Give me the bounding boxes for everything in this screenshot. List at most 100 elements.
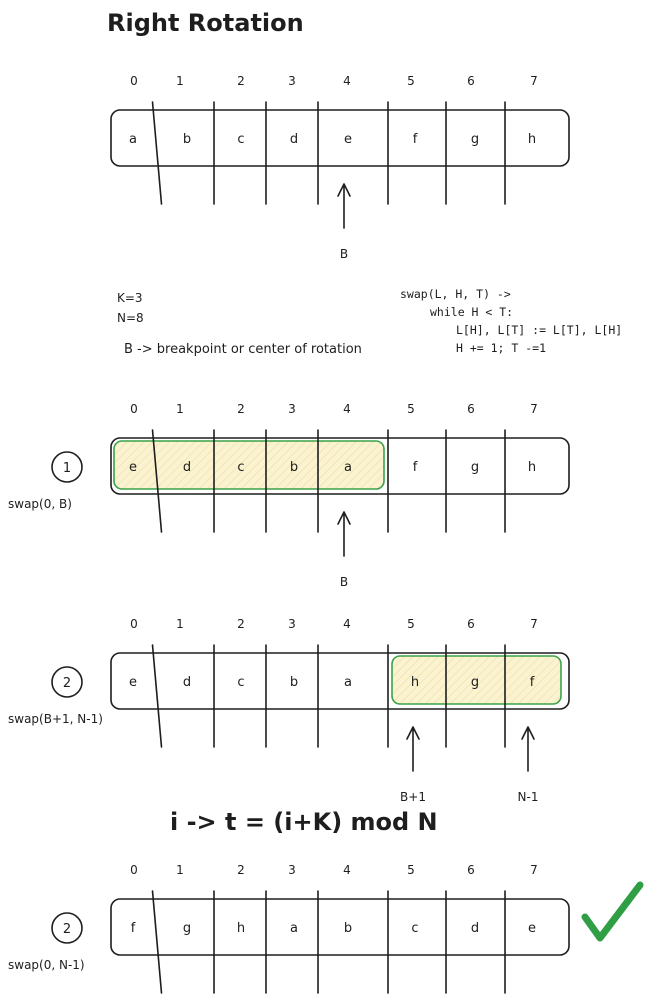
- index-label: 7: [530, 863, 538, 877]
- code-line: swap(L, H, T) ->: [400, 287, 511, 301]
- step-number: 1: [63, 461, 71, 476]
- index-label: 4: [343, 863, 351, 877]
- code-line: L[H], L[T] := L[T], L[H]: [456, 323, 622, 337]
- cell-value: c: [237, 460, 244, 475]
- index-label: 7: [530, 617, 538, 631]
- arrays-layer: 0 1 2 3 4 5 6 7 a b c d e f g h 0 1 2 3 4 5 6 7 e d c b a f g h 1 swap(0,…: [8, 74, 570, 994]
- cell-value: b: [290, 460, 298, 475]
- pointer: B+1: [400, 726, 426, 804]
- cell-value: f: [530, 675, 535, 690]
- cell-value: d: [183, 675, 191, 690]
- cell-divider: [151, 429, 163, 533]
- index-label: 0: [130, 402, 138, 416]
- code-line: while H < T:: [430, 305, 513, 319]
- cell-value: c: [411, 921, 418, 936]
- array-box: [110, 109, 570, 167]
- swap-highlight: [113, 440, 385, 490]
- cell-value: d: [471, 921, 479, 936]
- cell-value: e: [528, 921, 536, 936]
- cell-value: h: [528, 132, 536, 147]
- param-n: N=8: [117, 311, 144, 325]
- cell-value: f: [413, 460, 418, 475]
- index-label: 2: [237, 863, 245, 877]
- index-label: 3: [288, 402, 296, 416]
- index-label: 3: [288, 863, 296, 877]
- array-box: [110, 652, 570, 710]
- step-number: 2: [63, 676, 71, 691]
- cell-value: g: [471, 675, 479, 690]
- pointers-layer: B B B+1 N-1: [337, 183, 539, 804]
- array-box: [110, 898, 570, 956]
- pointer-label: B+1: [400, 790, 426, 804]
- index-label: 7: [530, 74, 538, 88]
- pointer-label: B: [340, 575, 348, 589]
- cell-value: e: [129, 675, 137, 690]
- cell-value: a: [290, 921, 298, 936]
- cell-value: d: [290, 132, 298, 147]
- cell-value: a: [344, 460, 352, 475]
- cell-value: b: [290, 675, 298, 690]
- index-label: 2: [237, 402, 245, 416]
- swap-highlight: [391, 655, 562, 705]
- index-label: 4: [343, 402, 351, 416]
- index-label: 1: [176, 863, 184, 877]
- index-label: 2: [237, 74, 245, 88]
- pointer: B: [337, 183, 351, 261]
- index-label: 5: [407, 74, 415, 88]
- index-label: 5: [407, 402, 415, 416]
- cell-value: h: [237, 921, 245, 936]
- step-circle: [51, 451, 83, 483]
- index-label: 1: [176, 74, 184, 88]
- cell-value: g: [183, 921, 191, 936]
- swap-operation-label: swap(0, N-1): [8, 958, 85, 972]
- index-label: 1: [176, 617, 184, 631]
- index-label: 6: [467, 402, 475, 416]
- swap-code-block: swap(L, H, T) -> while H < T: L[H], L[T]…: [400, 287, 622, 355]
- rotation-formula: i -> t = (i+K) mod N: [170, 808, 438, 836]
- cell-value: g: [471, 132, 479, 147]
- index-label: 1: [176, 402, 184, 416]
- cell-value: d: [183, 460, 191, 475]
- cell-value: c: [237, 675, 244, 690]
- pointer-label: B: [340, 247, 348, 261]
- array-box: [110, 437, 570, 495]
- index-label: 4: [343, 74, 351, 88]
- cell-value: b: [183, 132, 191, 147]
- swap-operation-label: swap(B+1, N-1): [8, 712, 103, 726]
- cell-value: e: [129, 460, 137, 475]
- cell-value: b: [344, 921, 352, 936]
- param-k: K=3: [117, 291, 143, 305]
- cell-value: h: [411, 675, 419, 690]
- index-label: 6: [467, 617, 475, 631]
- cell-value: a: [344, 675, 352, 690]
- cell-value: f: [413, 132, 418, 147]
- code-line: H += 1; T -=1: [456, 341, 546, 355]
- index-label: 2: [237, 617, 245, 631]
- step-circle: [51, 666, 83, 698]
- pointer-label: N-1: [518, 790, 539, 804]
- cell-divider: [151, 101, 163, 205]
- pointer: N-1: [518, 726, 539, 804]
- up-arrow-icon: [521, 726, 535, 772]
- cell-value: c: [237, 132, 244, 147]
- index-label: 5: [407, 617, 415, 631]
- up-arrow-icon: [337, 183, 351, 229]
- index-label: 3: [288, 74, 296, 88]
- cell-value: g: [471, 460, 479, 475]
- index-label: 0: [130, 617, 138, 631]
- index-label: 6: [467, 74, 475, 88]
- index-label: 6: [467, 863, 475, 877]
- check-mark-icon: [581, 881, 644, 942]
- diagram-title: Right Rotation: [107, 9, 304, 37]
- breakpoint-legend: B -> breakpoint or center of rotation: [124, 342, 362, 357]
- cell-divider: [151, 644, 163, 748]
- index-label: 7: [530, 402, 538, 416]
- cell-value: f: [131, 921, 136, 936]
- pointer: B: [337, 511, 351, 589]
- swap-operation-label: swap(0, B): [8, 497, 72, 511]
